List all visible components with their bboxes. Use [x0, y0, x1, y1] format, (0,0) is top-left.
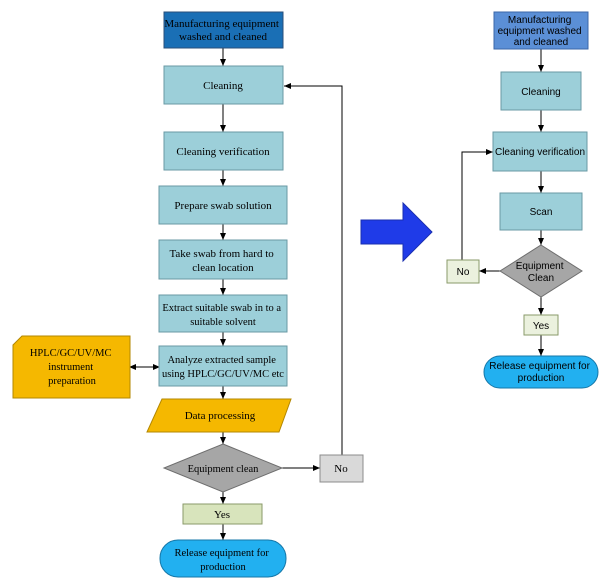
- right-cleaning-box: Cleaning: [500, 71, 582, 111]
- left-analyze-line1: Analyze extracted sample: [167, 355, 276, 366]
- right-no-label: No: [457, 267, 470, 278]
- left-connectors: [129, 48, 343, 540]
- left-yes-box: Yes: [182, 503, 263, 525]
- right-cleaning-label: Cleaning: [521, 87, 560, 98]
- left-prepare-box: Prepare swab solution: [158, 185, 288, 225]
- svg-text:HPLC/GC/UV/MC instrument: HPLC/GC/UV/MC instrument preparation: [30, 348, 114, 387]
- left-release-terminal: Release equipment for production: [159, 539, 287, 578]
- left-yes-label: Yes: [214, 509, 230, 521]
- transition-arrow-icon: [360, 201, 433, 263]
- left-instrument-line3: preparation: [48, 376, 97, 387]
- left-analyze-box: Analyze extracted sample using HPLC/GC/U…: [158, 345, 288, 387]
- svg-text:Extract suitable swab in to a: Extract suitable swab in to a suitable s…: [162, 303, 283, 328]
- right-decision-line2: Clean: [528, 273, 554, 284]
- right-no-box: No: [446, 259, 480, 284]
- right-decision-line1: Equipment: [516, 261, 564, 272]
- left-start-line1: Manufacturing equipment: [164, 18, 279, 30]
- left-decision-diamond: Equipment clean: [162, 443, 284, 493]
- svg-text:Analyze extracted sample: Analyze extracted sample using HPLC/GC/U…: [162, 355, 284, 380]
- right-scan-label: Scan: [530, 207, 553, 218]
- right-decision-diamond: Equipment Clean: [499, 244, 583, 298]
- svg-text:Manufacturing equipment: Manufacturing equipment washed and clean…: [164, 18, 281, 43]
- left-data-processing-label: Data processing: [185, 410, 256, 422]
- right-release-line1: Release equipment for: [489, 361, 590, 372]
- left-no-label: No: [334, 463, 348, 475]
- svg-text:Manufacturing equipment: Manufacturing equipment washed and clean…: [498, 15, 585, 48]
- left-data-processing-box: Data processing: [146, 398, 292, 433]
- right-start-box: Manufacturing equipment washed and clean…: [493, 11, 589, 50]
- right-scan-box: Scan: [499, 192, 583, 231]
- right-verification-label: Cleaning verification: [495, 147, 585, 158]
- svg-text:Release equipment for pr: Release equipment for production: [489, 361, 592, 384]
- right-start-line2: equipment washed: [498, 26, 582, 37]
- left-analyze-line2: using HPLC/GC/UV/MC etc: [162, 369, 284, 380]
- right-start-line3: and cleaned: [514, 37, 569, 48]
- right-start-line1: Manufacturing: [508, 15, 571, 26]
- left-start-line2: washed and cleaned: [179, 31, 267, 43]
- left-instrument-card: HPLC/GC/UV/MC instrument preparation: [12, 335, 131, 399]
- svg-text:Take swab from hard to c: Take swab from hard to clean location: [169, 248, 276, 274]
- right-release-line2: production: [518, 373, 565, 384]
- right-verification-box: Cleaning verification: [492, 131, 588, 172]
- right-release-terminal: Release equipment for production: [483, 355, 599, 389]
- right-connectors: [461, 49, 544, 356]
- left-release-line1: Release equipment for: [174, 548, 269, 559]
- left-instrument-line2: instrument: [48, 362, 93, 373]
- left-no-box: No: [319, 454, 364, 483]
- left-cleaning-box: Cleaning: [163, 65, 284, 105]
- left-take-swab-line1: Take swab from hard to: [169, 248, 274, 260]
- left-release-line2: production: [200, 562, 246, 573]
- left-decision-label: Equipment clean: [188, 464, 260, 475]
- right-yes-box: Yes: [523, 314, 559, 336]
- left-instrument-line1: HPLC/GC/UV/MC: [30, 348, 112, 359]
- left-extract-line1: Extract suitable swab in to a: [162, 303, 281, 314]
- left-take-swab-line2: clean location: [192, 262, 254, 274]
- left-start-box: Manufacturing equipment washed and clean…: [163, 11, 284, 49]
- left-cleaning-label: Cleaning: [203, 80, 243, 92]
- right-yes-label: Yes: [533, 321, 549, 332]
- left-take-swab-box: Take swab from hard to clean location: [158, 239, 288, 280]
- left-verification-box: Cleaning verification: [163, 131, 284, 171]
- svg-text:Release equipment for pr: Release equipment for production: [174, 548, 271, 573]
- svg-text:Equipment Clean: Equipment Clean: [516, 261, 567, 284]
- left-extract-line2: suitable solvent: [190, 317, 256, 328]
- left-extract-box: Extract suitable swab in to a suitable s…: [158, 294, 288, 333]
- left-verification-label: Cleaning verification: [176, 146, 270, 158]
- left-prepare-label: Prepare swab solution: [174, 200, 272, 212]
